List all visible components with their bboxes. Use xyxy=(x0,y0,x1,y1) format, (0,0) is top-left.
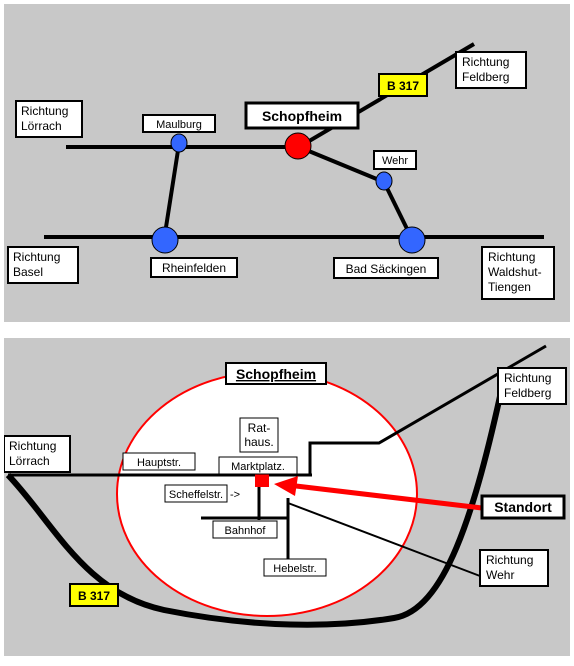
rheinfelden-label-box xyxy=(150,257,238,278)
schopfheim-label-box xyxy=(244,101,360,130)
scheffelstr-arrow: -> xyxy=(230,489,240,501)
maulburg-label: Maulburg xyxy=(156,119,202,131)
rheinfelden-label: Rheinfelden xyxy=(162,261,226,275)
road-maulburg-rheinfelden xyxy=(162,143,181,241)
direction-loerrach-bottom-line1: Richtung xyxy=(9,439,56,453)
town-title: Schopfheim xyxy=(236,366,316,382)
b317-badge xyxy=(378,73,428,97)
badsaeckingen-label: Bad Säckingen xyxy=(346,262,427,276)
location-marker xyxy=(255,473,269,487)
direction-loerrach-box-bottom xyxy=(4,435,71,473)
rathaus-label-box xyxy=(239,417,279,453)
standort-label: Standort xyxy=(494,499,552,515)
maulburg-label-box xyxy=(142,114,216,133)
scheffelstr-label: Scheffelstr. xyxy=(169,489,223,501)
scheffelstr-label-box xyxy=(164,484,228,503)
town-map: Schopfheim Rat- haus. Marktplatz. Haupts… xyxy=(4,338,570,656)
road-b317-bypass xyxy=(5,377,507,628)
hebelstr-label: Hebelstr. xyxy=(273,563,316,575)
rathaus-label-line1: Rat- xyxy=(248,421,271,435)
schopfheim-marker xyxy=(284,132,312,160)
direction-basel-box xyxy=(7,246,79,284)
badsaeckingen-label-box xyxy=(333,257,439,279)
direction-loerrach-bottom-line2: Lörrach xyxy=(9,454,50,468)
direction-wehr-box xyxy=(479,549,549,587)
direction-basel-line1: Richtung xyxy=(13,250,60,264)
road-feldberg xyxy=(308,344,547,475)
road-wehr xyxy=(287,502,481,577)
standort-arrow-shaft xyxy=(295,483,483,511)
b317-badge-label: B 317 xyxy=(387,79,419,93)
direction-wehr-line2: Wehr xyxy=(486,568,514,582)
direction-loerrach-line1: Richtung xyxy=(21,104,68,118)
regional-map-canvas: Schopfheim Maulburg Wehr Rheinfelden Bad… xyxy=(7,42,555,300)
marktplatz-label: Marktplatz. xyxy=(231,461,285,473)
hauptstr-label-box xyxy=(122,452,196,471)
town-title-box xyxy=(225,362,327,385)
standort-arrow-head xyxy=(274,476,298,496)
direction-waldshut-line2: Waldshut- xyxy=(488,265,542,279)
regional-map: Schopfheim Maulburg Wehr Rheinfelden Bad… xyxy=(4,4,570,322)
badsaeckingen-marker xyxy=(398,226,426,254)
bahnhof-label: Bahnhof xyxy=(225,525,267,537)
wehr-label-box xyxy=(373,150,417,170)
bahnhof-label-box xyxy=(212,520,278,539)
hebelstr-label-box xyxy=(263,558,327,577)
standort-box xyxy=(480,494,566,520)
direction-feldberg-bottom-line2: Feldberg xyxy=(504,386,551,400)
wehr-label: Wehr xyxy=(382,155,408,167)
road-schopfheim-wehr xyxy=(298,145,385,184)
rheinfelden-marker xyxy=(151,226,179,254)
direction-feldberg-box-bottom xyxy=(497,367,567,405)
direction-feldberg-line1: Richtung xyxy=(462,55,509,69)
b317-badge-bottom-label: B 317 xyxy=(78,589,110,603)
b317-badge-bottom xyxy=(69,583,119,607)
hauptstr-label: Hauptstr. xyxy=(137,457,181,469)
direction-waldshut-line1: Richtung xyxy=(488,250,535,264)
direction-feldberg-box xyxy=(455,51,527,89)
direction-basel-line2: Basel xyxy=(13,265,43,279)
direction-waldshut-box xyxy=(481,246,555,300)
marktplatz-label-box xyxy=(218,456,298,475)
wehr-marker xyxy=(375,171,393,191)
direction-loerrach-line2: Lörrach xyxy=(21,119,62,133)
direction-feldberg-line2: Feldberg xyxy=(462,70,509,84)
town-map-canvas: Schopfheim Rat- haus. Marktplatz. Haupts… xyxy=(4,344,567,628)
schopfheim-label: Schopfheim xyxy=(262,108,342,124)
direction-wehr-line1: Richtung xyxy=(486,553,533,567)
direction-loerrach-box xyxy=(15,100,83,138)
direction-feldberg-bottom-line1: Richtung xyxy=(504,371,551,385)
direction-waldshut-line3: Tiengen xyxy=(488,280,531,294)
maulburg-marker xyxy=(170,133,188,153)
rathaus-label-line2: haus. xyxy=(244,435,273,449)
